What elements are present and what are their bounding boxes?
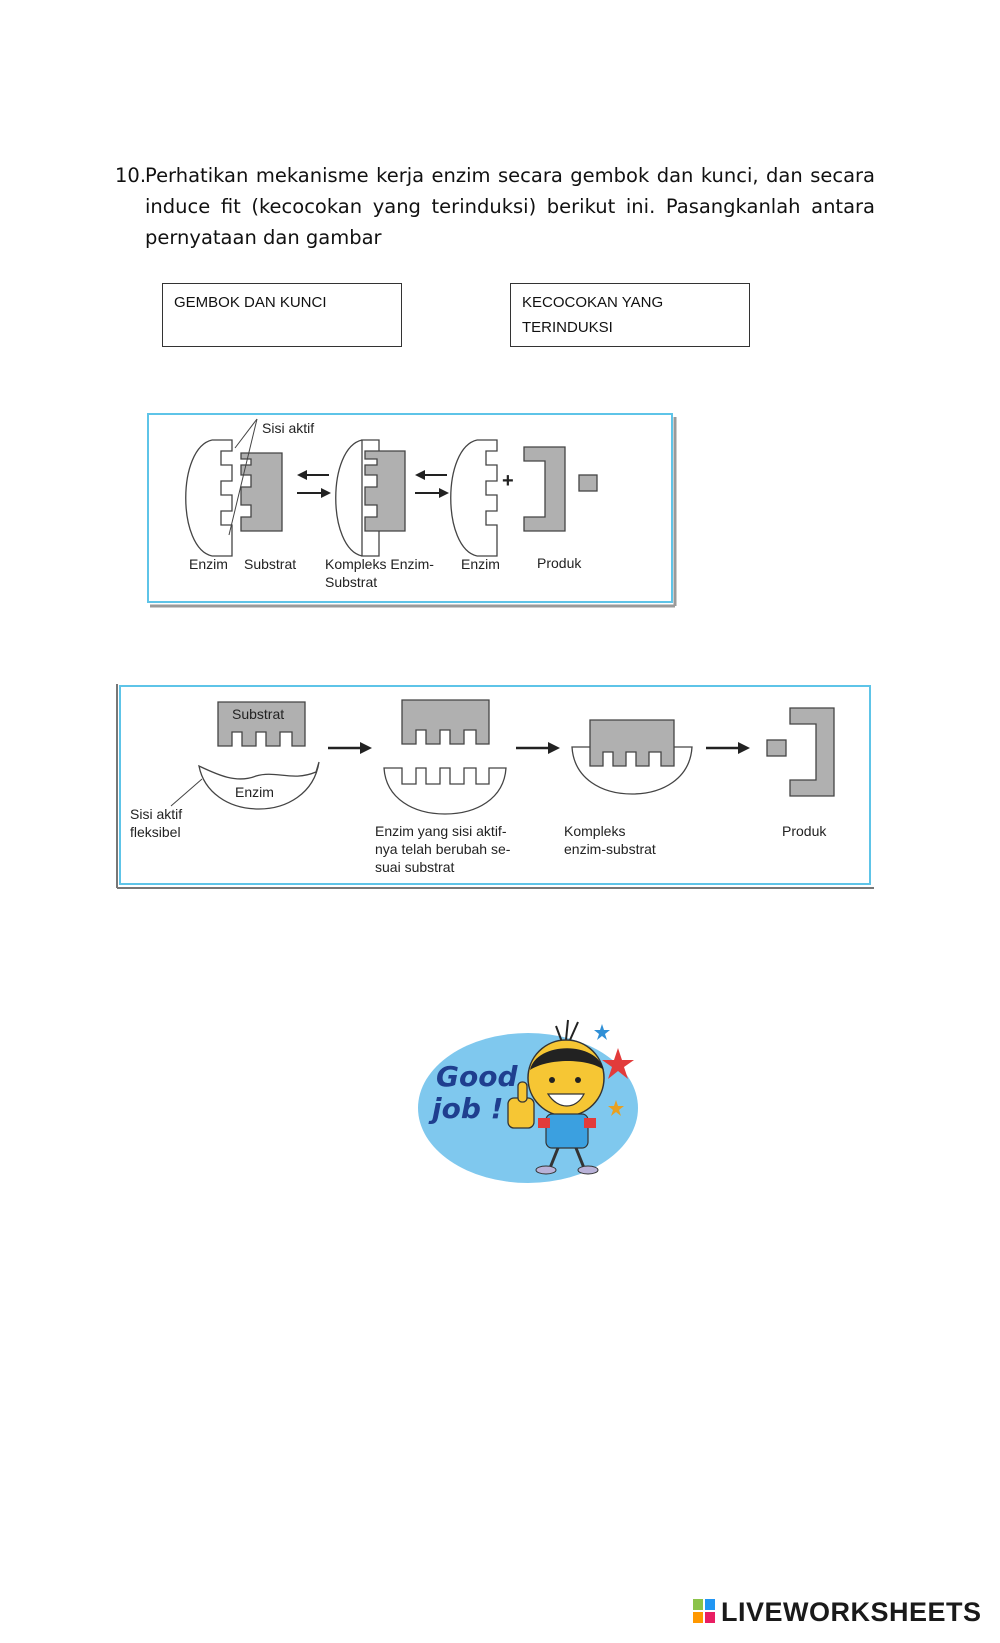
good-job-illustration: Good job ! bbox=[418, 1019, 638, 1183]
question-number: 10. bbox=[115, 164, 147, 187]
label-enzyme-1: Enzim bbox=[189, 556, 228, 572]
label-complex-line1: Kompleks bbox=[564, 823, 625, 839]
label-substrate: Substrat bbox=[232, 706, 284, 722]
equilibrium-arrows-2 bbox=[415, 470, 449, 498]
substrate-shape bbox=[217, 701, 306, 747]
good-job-sticker: Good job ! bbox=[418, 1018, 650, 1184]
label-substrate: Substrat bbox=[244, 556, 296, 572]
lock-and-key-diagram: Sisi aktif + bbox=[147, 413, 677, 608]
active-site-pointer-2 bbox=[234, 418, 258, 449]
answer-box-lock-and-key[interactable]: GEMBOK DAN KUNCI bbox=[162, 283, 402, 347]
liveworksheets-logo-icon bbox=[693, 1599, 715, 1623]
arrow-right-2 bbox=[516, 742, 560, 754]
flexible-enzyme-shape bbox=[198, 761, 320, 810]
question-text: Perhatikan mekanisme kerja enzim secara … bbox=[145, 164, 875, 249]
substrate-shape bbox=[240, 452, 283, 532]
label-flexible-line1: Sisi aktif bbox=[130, 806, 182, 822]
label-active-site: Sisi aktif bbox=[262, 420, 314, 436]
sticker-text-line1: Good bbox=[436, 1060, 518, 1093]
label-changed-line1: Enzim yang sisi aktif- bbox=[375, 823, 507, 839]
reshaped-enzyme-shape bbox=[383, 767, 507, 815]
induced-fit-diagram-card[interactable]: Substrat Enzim Sisi aktif fleksibel Enzi… bbox=[116, 684, 874, 890]
label-complex-line1: Kompleks Enzim- bbox=[325, 556, 434, 572]
star-icon bbox=[594, 1024, 634, 1116]
product-shape bbox=[523, 446, 598, 532]
substrate-shape-2 bbox=[401, 699, 490, 745]
enzyme-shape-2 bbox=[450, 439, 498, 557]
answer-box-induced-fit[interactable]: KECOCOKAN YANG TERINDUKSI bbox=[510, 283, 750, 347]
arrow-right-3 bbox=[706, 742, 750, 754]
sticker-text-line2: job ! bbox=[428, 1092, 503, 1125]
plus-sign: + bbox=[502, 470, 514, 492]
answer-box-lock-label: GEMBOK DAN KUNCI bbox=[174, 294, 327, 311]
arrow-right-1 bbox=[328, 742, 372, 754]
brand-name: LIVEWORKSHEETS bbox=[721, 1596, 982, 1627]
label-product: Produk bbox=[537, 555, 582, 571]
label-complex-line2: Substrat bbox=[325, 574, 377, 590]
question: 10. Perhatikan mekanisme kerja enzim sec… bbox=[115, 160, 875, 253]
label-changed-line3: suai substrat bbox=[375, 859, 454, 875]
label-product: Produk bbox=[782, 823, 827, 839]
enzyme-shape-1 bbox=[185, 439, 233, 557]
lock-and-key-diagram-card[interactable]: Sisi aktif + bbox=[147, 413, 687, 613]
flexible-site-pointer bbox=[170, 778, 203, 807]
label-enzyme-2: Enzim bbox=[461, 556, 500, 572]
thumbs-up-icon bbox=[507, 1081, 535, 1129]
induced-fit-diagram: Substrat Enzim Sisi aktif fleksibel Enzi… bbox=[116, 684, 874, 889]
liveworksheets-brand: LIVEWORKSHEETS bbox=[693, 1597, 982, 1627]
product-shape bbox=[766, 707, 835, 797]
answer-box-induced-label-line2: TERINDUKSI bbox=[522, 319, 613, 336]
label-complex-line2: enzim-substrat bbox=[564, 841, 656, 857]
label-flexible-line2: fleksibel bbox=[130, 824, 181, 840]
label-changed-line2: nya telah berubah se- bbox=[375, 841, 511, 857]
cartoon-kid-icon bbox=[527, 1019, 605, 1175]
active-site-pointer-1 bbox=[228, 418, 258, 536]
equilibrium-arrows-1 bbox=[297, 470, 331, 498]
answer-box-induced-label-line1: KECOCOKAN YANG bbox=[522, 294, 664, 311]
enzyme-substrate-complex-shape bbox=[571, 719, 693, 795]
enzyme-substrate-complex-shape bbox=[335, 439, 406, 557]
label-enzyme: Enzim bbox=[235, 784, 274, 800]
